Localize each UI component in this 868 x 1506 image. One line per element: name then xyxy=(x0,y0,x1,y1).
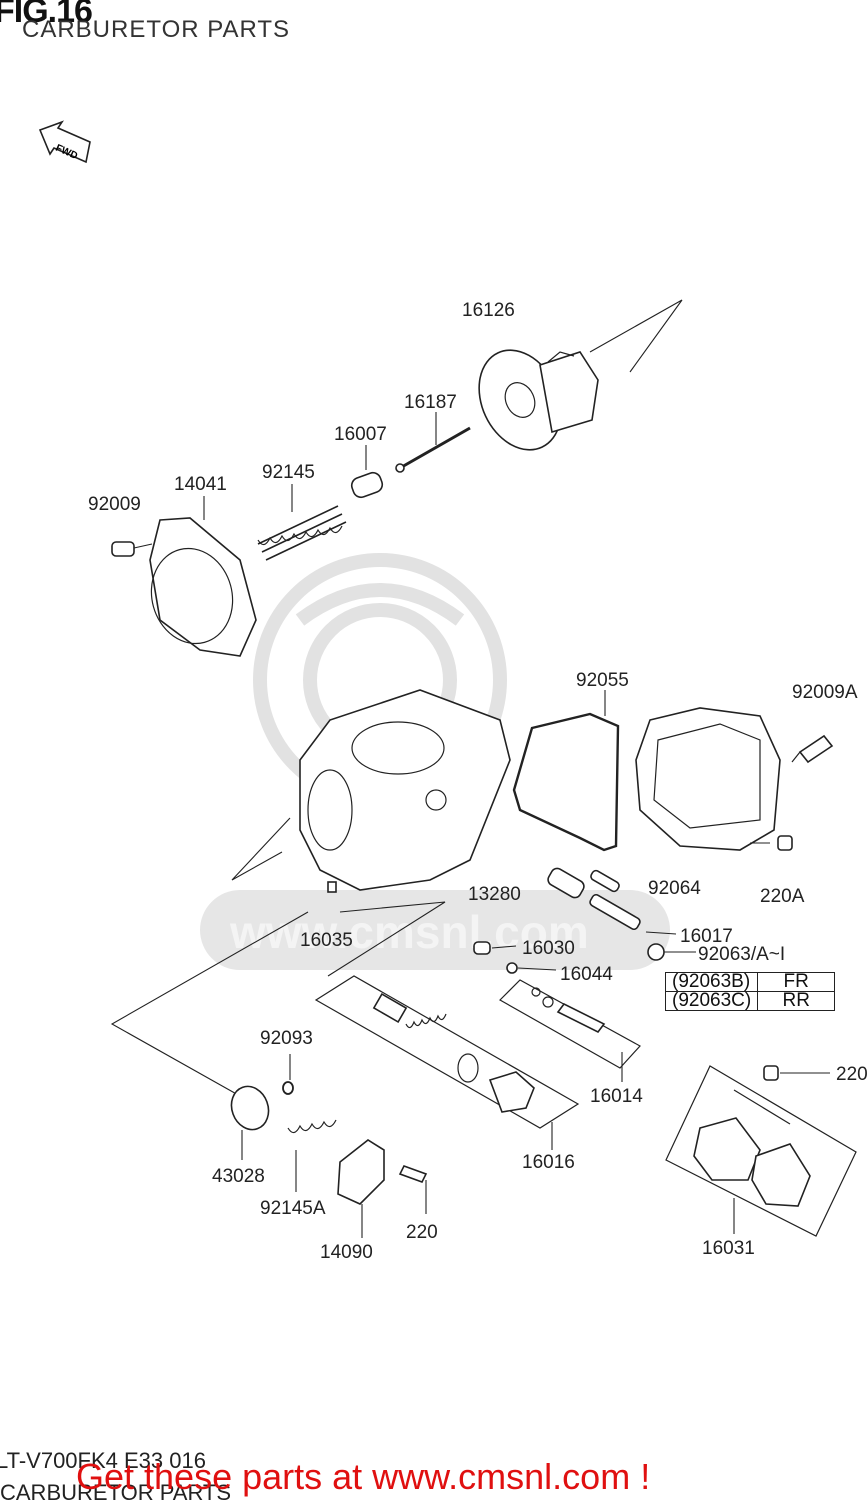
callout-16187: 16187 xyxy=(404,392,457,413)
part-220-screw-lower xyxy=(398,1165,428,1214)
part-16031-float xyxy=(665,1065,857,1237)
callout-16031: 16031 xyxy=(702,1238,755,1259)
callout-220A: 220A xyxy=(760,886,805,907)
callout-16044: 16044 xyxy=(560,964,613,985)
part-16014-pilot-screw-set xyxy=(499,979,641,1082)
callout-92093: 92093 xyxy=(260,1028,313,1049)
variant-code: (92063C) xyxy=(664,991,759,1011)
part-92145-spring xyxy=(257,484,347,561)
part-16187-jet-needle xyxy=(395,412,471,473)
part-16126-vacuum-piston xyxy=(478,299,683,451)
part-92055-gasket xyxy=(512,690,620,852)
variant-position: FR xyxy=(757,972,836,992)
part-14041-top-cover xyxy=(149,496,257,657)
callout-14090: 14090 xyxy=(320,1242,373,1263)
callout-16007: 16007 xyxy=(334,424,387,445)
part-13280-jet xyxy=(547,867,585,899)
variant-position: RR xyxy=(757,991,836,1011)
callout-92009A: 92009A xyxy=(792,682,858,703)
figure-subtitle: CARBURETOR PARTS xyxy=(22,16,291,43)
callout-92009: 92009 xyxy=(88,494,141,515)
part-92093-o-ring xyxy=(282,1054,294,1095)
callout-13280: 13280 xyxy=(468,884,521,905)
callout-220-lower: 220 xyxy=(406,1222,438,1243)
callout-16126: 16126 xyxy=(462,300,515,321)
part-92009-screw xyxy=(111,541,153,557)
part-16044-cap xyxy=(506,962,557,974)
callout-92145: 92145 xyxy=(262,462,315,483)
part-float-chamber xyxy=(635,707,781,851)
callout-labels: 16126 16187 16007 92145 14041 92009 9205… xyxy=(88,300,868,1263)
variant-code: (92063B) xyxy=(664,972,759,992)
callout-220-right: 220 xyxy=(836,1064,868,1085)
variant-row: (92063B) FR xyxy=(664,972,836,992)
figure-title: FIG.16 xyxy=(0,0,93,30)
callout-92064: 92064 xyxy=(648,878,701,899)
part-92063-main-jet xyxy=(647,943,696,961)
part-16007-needle-holder xyxy=(350,445,384,499)
callout-16030: 16030 xyxy=(522,938,575,959)
part-92145A-spring xyxy=(287,1119,337,1192)
part-16035-plug xyxy=(327,881,337,893)
assembly-bracket-lines xyxy=(110,901,446,1097)
variant-row: (92063C) RR xyxy=(664,991,836,1011)
part-16017-jet xyxy=(589,893,677,935)
callout-16014: 16014 xyxy=(590,1086,643,1107)
diagram-code: LT-V700FK4 E33 016 xyxy=(0,1448,206,1473)
part-92064-jet xyxy=(590,869,620,893)
callout-16017: 16017 xyxy=(680,926,733,947)
callout-16016: 16016 xyxy=(522,1152,575,1173)
part-92009A-screw xyxy=(791,734,834,764)
callout-14041: 14041 xyxy=(174,474,227,495)
shop-link[interactable]: Get these parts at www.cmsnl.com ! xyxy=(76,1456,651,1497)
callout-16035: 16035 xyxy=(300,930,353,951)
callout-92063: 92063/A~I xyxy=(698,944,785,965)
watermark-text: www.cmsnl.com xyxy=(229,906,589,958)
part-14090-cover xyxy=(337,1139,385,1238)
callout-92055: 92055 xyxy=(576,670,629,691)
part-220-screw-right xyxy=(763,1065,830,1081)
part-carburetor-body xyxy=(231,689,511,891)
part-220A-screw xyxy=(750,835,793,851)
fwd-arrow-icon: FWD xyxy=(38,120,91,164)
callout-43028: 43028 xyxy=(212,1166,265,1187)
part-43028-diaphragm xyxy=(230,1085,270,1160)
part-16030-jet xyxy=(473,941,517,955)
variant-table: (92063B) FR (92063C) RR xyxy=(664,972,836,1011)
callout-92145A: 92145A xyxy=(260,1198,326,1219)
part-16016-plunger-set xyxy=(314,975,580,1150)
